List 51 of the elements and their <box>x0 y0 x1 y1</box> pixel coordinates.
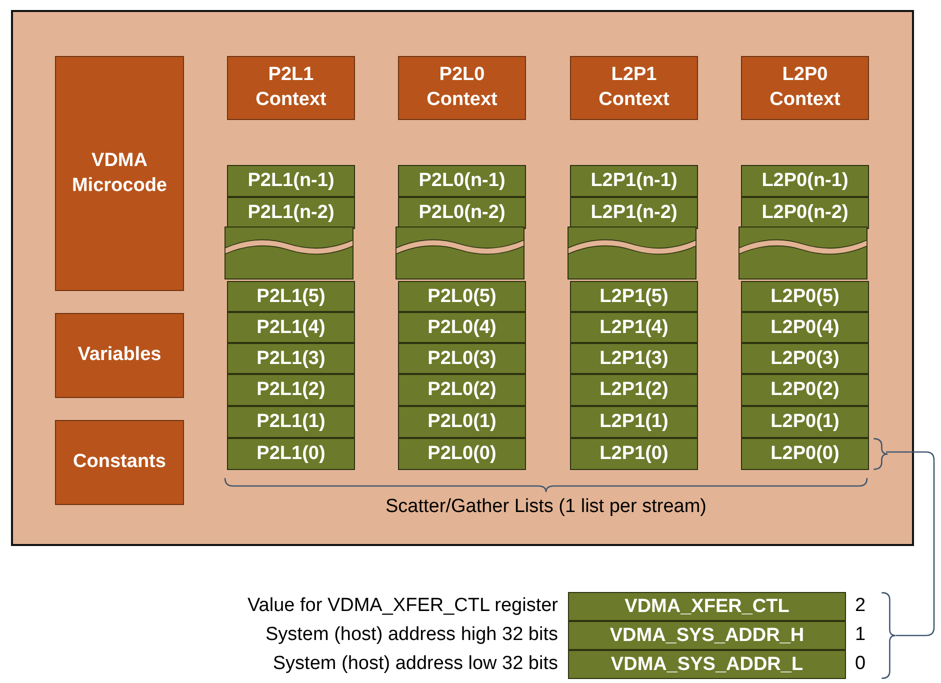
caption-text: Scatter/Gather Lists (1 list per stream) <box>384 496 708 518</box>
connector-line <box>886 451 935 636</box>
context-block: L2P1 Context <box>570 56 698 120</box>
register-row: VDMA_SYS_ADDR_H <box>568 621 846 650</box>
list-entry: L2P0(4) <box>741 312 869 343</box>
list-entry: L2P1(3) <box>570 343 698 374</box>
context-block: P2L1 Context <box>227 56 355 120</box>
register-row: VDMA_SYS_ADDR_L <box>568 650 846 679</box>
context-block: L2P0 Context <box>741 56 869 120</box>
list-entry: P2L1(n-2) <box>227 197 355 229</box>
description-text: System (host) address low 32 bits <box>272 653 558 675</box>
list-entry: L2P0(1) <box>741 406 869 438</box>
list-entry: P2L0(n-2) <box>398 197 526 229</box>
list-entry: P2L1(3) <box>227 343 355 374</box>
list-entry: P2L1(1) <box>227 406 355 438</box>
list-entry: P2L1(0) <box>227 438 355 470</box>
memory-block: Constants <box>55 420 184 505</box>
description-text: System (host) address high 32 bits <box>265 624 558 646</box>
list-entry: L2P1(n-1) <box>570 165 698 197</box>
list-entry: L2P0(n-1) <box>741 165 869 197</box>
list-entry: L2P0(0) <box>741 438 869 470</box>
memory-block: VDMA Microcode <box>55 56 184 291</box>
list-entry: L2P1(4) <box>570 312 698 343</box>
list-entry: L2P1(5) <box>570 281 698 312</box>
index-number: 2 <box>855 595 866 617</box>
list-entry: P2L0(1) <box>398 406 526 438</box>
list-entry: L2P1(2) <box>570 374 698 406</box>
list-entry: P2L0(2) <box>398 374 526 406</box>
list-entry: L2P0(n-2) <box>741 197 869 229</box>
list-entry: P2L0(3) <box>398 343 526 374</box>
list-entry: P2L0(n-1) <box>398 165 526 197</box>
list-entry: P2L0(4) <box>398 312 526 343</box>
list-entry: L2P0(2) <box>741 374 869 406</box>
list-entry: L2P0(5) <box>741 281 869 312</box>
memory-block: Variables <box>55 313 184 398</box>
list-entry: P2L0(0) <box>398 438 526 470</box>
list-entry: P2L1(2) <box>227 374 355 406</box>
context-block: P2L0 Context <box>398 56 526 120</box>
list-entry: L2P0(3) <box>741 343 869 374</box>
memory-panel <box>11 10 914 546</box>
list-entry: L2P1(n-2) <box>570 197 698 229</box>
list-entry: P2L0(5) <box>398 281 526 312</box>
list-entry: P2L1(4) <box>227 312 355 343</box>
index-number: 0 <box>855 653 866 675</box>
register-row: VDMA_XFER_CTL <box>568 592 846 621</box>
list-entry: L2P1(1) <box>570 406 698 438</box>
description-text: Value for VDMA_XFER_CTL register <box>248 595 558 617</box>
index-number: 1 <box>855 624 866 646</box>
list-entry: L2P1(0) <box>570 438 698 470</box>
list-entry: P2L1(n-1) <box>227 165 355 197</box>
list-entry: P2L1(5) <box>227 281 355 312</box>
